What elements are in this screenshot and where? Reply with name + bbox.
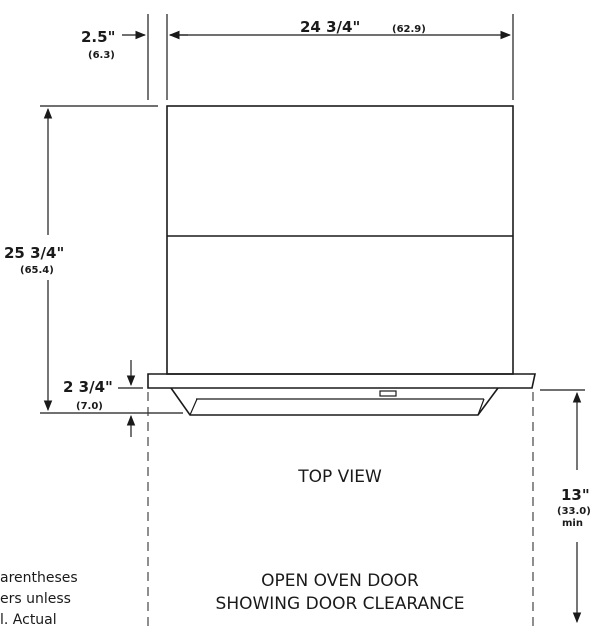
width-metric: (62.9)	[392, 24, 426, 35]
width-value: 24 3/4"	[300, 18, 360, 36]
depth-metric: (65.4)	[20, 265, 54, 276]
door-left-bevel	[189, 398, 198, 416]
clearance-metric: (33.0)	[557, 506, 591, 517]
depth-value: 25 3/4"	[4, 244, 64, 262]
door-thickness-metric: (7.0)	[76, 401, 103, 412]
oven-door	[147, 373, 536, 416]
door-lower-profile	[170, 387, 499, 416]
side-offset-metric: (6.3)	[88, 50, 115, 61]
note-line-2: ers unless	[0, 591, 71, 607]
door-right-bevel	[477, 398, 485, 416]
open-door-label-line2: SHOWING DOOR CLEARANCE	[216, 594, 465, 614]
clearance-suffix: min	[562, 518, 583, 529]
note-line-3: l. Actual	[0, 612, 57, 627]
clearance-value: 13"	[561, 486, 590, 504]
door-thickness-value: 2 3/4"	[63, 378, 113, 396]
door-top-edge	[147, 373, 536, 389]
oven-body-outline	[166, 105, 514, 375]
oven-body	[166, 105, 514, 375]
top-view-label: TOP VIEW	[297, 467, 382, 487]
door-handle-mark	[379, 390, 397, 397]
open-door-label-line1: OPEN OVEN DOOR	[261, 571, 419, 591]
note-line-1: arentheses	[0, 570, 78, 586]
side-offset-value: 2.5"	[81, 28, 115, 46]
